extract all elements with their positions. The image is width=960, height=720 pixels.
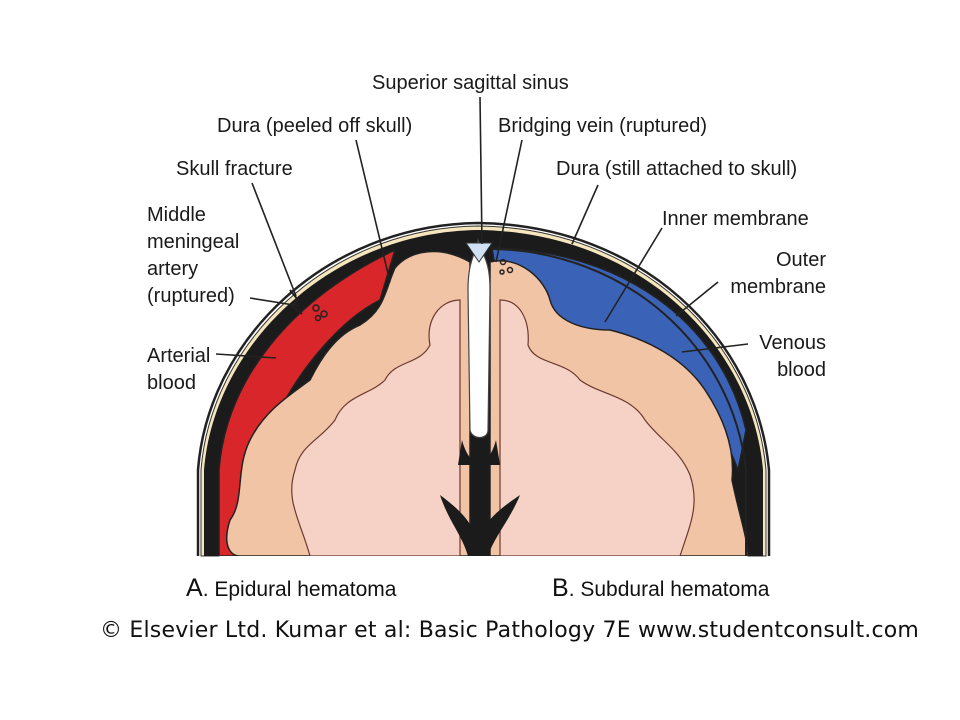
- label-outer-membrane: Outer membrane: [730, 249, 826, 298]
- label-skull-fracture: Skull fracture: [176, 158, 293, 180]
- label-dura-attached: Dura (still attached to skull): [556, 158, 798, 180]
- label-middle-meningeal-artery: Middle meningeal artery (ruptured): [147, 204, 240, 307]
- right-white-matter: [499, 299, 695, 556]
- ruptured-vein-mark: [499, 258, 514, 275]
- falx-cerebri: [467, 237, 491, 439]
- caption-subdural: B. Subdural hematoma: [552, 574, 770, 602]
- label-bridging-vein: Bridging vein (ruptured): [498, 115, 707, 137]
- skull-outer-outline: [196, 221, 771, 556]
- left-white-matter: [291, 299, 461, 556]
- ventricle: [440, 495, 520, 556]
- label-dura-peeled: Dura (peeled off skull): [217, 115, 413, 137]
- label-venous-blood: Venous blood: [759, 332, 826, 381]
- ruptured-artery-mark: [312, 304, 328, 322]
- midline-fissure: [458, 440, 500, 465]
- copyright-line: © Elsevier Ltd. Kumar et al: Basic Patho…: [100, 618, 920, 643]
- label-superior-sagittal-sinus: Superior sagittal sinus: [372, 72, 569, 94]
- skull-fracture-mark: [289, 289, 303, 315]
- label-inner-membrane: Inner membrane: [662, 208, 809, 230]
- superior-sagittal-sinus: [465, 242, 493, 263]
- leader-lines: [215, 96, 749, 359]
- dura-attached-line: [491, 248, 747, 556]
- label-arterial-blood: Arterial blood: [147, 345, 211, 394]
- caption-epidural: A. Epidural hematoma: [186, 574, 397, 602]
